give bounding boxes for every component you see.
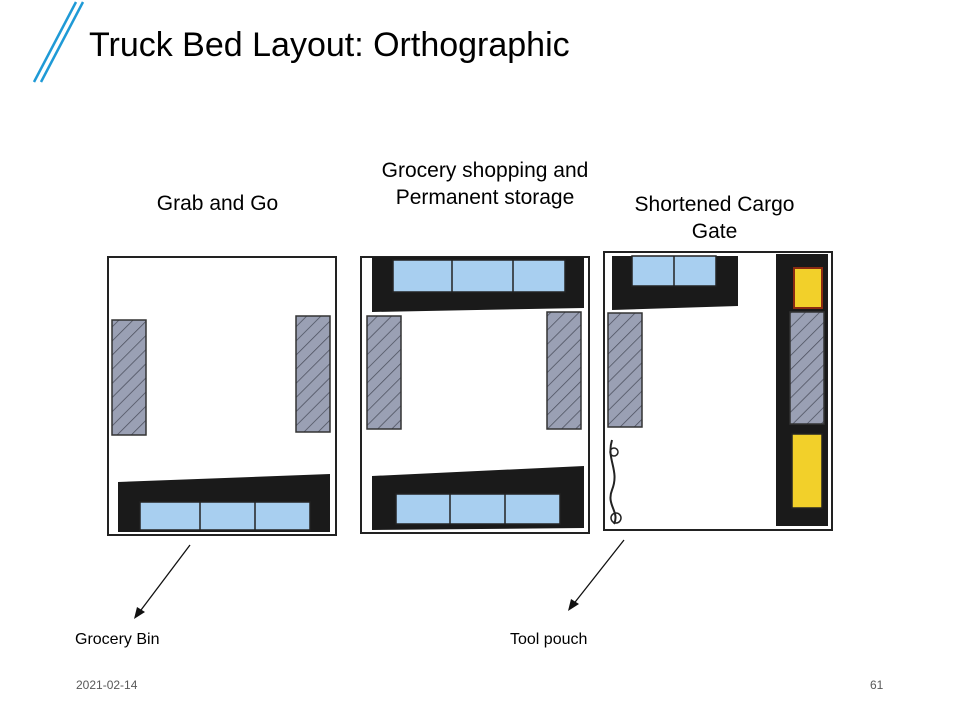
- page-number: 61: [870, 678, 884, 692]
- hatched-panel: [789, 311, 825, 425]
- grocery-bin-callout: Grocery Bin: [75, 631, 160, 648]
- layout-label-shortened-cargo-gate: Shortened Cargo Gate: [634, 193, 795, 243]
- bin-window: [395, 493, 561, 525]
- slide-title: Truck Bed Layout: Orthographic: [89, 26, 570, 64]
- layout-grocery-storage-sketch: [360, 256, 590, 534]
- footer-date: 2021-02-14: [76, 678, 138, 692]
- title-accent-lines: [32, 1, 85, 83]
- hatched-panel: [607, 312, 643, 428]
- bin-window: [392, 259, 566, 293]
- hatched-panel: [295, 315, 331, 433]
- tool-pouch-arrow: [568, 539, 625, 611]
- tool-pouch-strap: [609, 439, 617, 525]
- layout-grab-and-go-sketch: [107, 256, 337, 536]
- truck-bed-outline: [603, 251, 833, 531]
- yellow-box: [793, 267, 823, 309]
- layout-shortened-cargo-gate-sketch: [603, 251, 833, 531]
- layout-label-grocery-storage: Grocery shopping and Permanent storage: [381, 159, 589, 209]
- bin-window: [139, 501, 311, 531]
- yellow-box: [791, 433, 823, 509]
- hatched-panel: [546, 311, 582, 430]
- hatched-panel: [366, 315, 402, 430]
- tool-pouch-callout: Tool pouch: [510, 631, 588, 648]
- hatched-panel: [111, 319, 147, 436]
- layout-label-grab-and-go: Grab and Go: [156, 192, 279, 215]
- grocery-bin-arrow: [134, 544, 191, 619]
